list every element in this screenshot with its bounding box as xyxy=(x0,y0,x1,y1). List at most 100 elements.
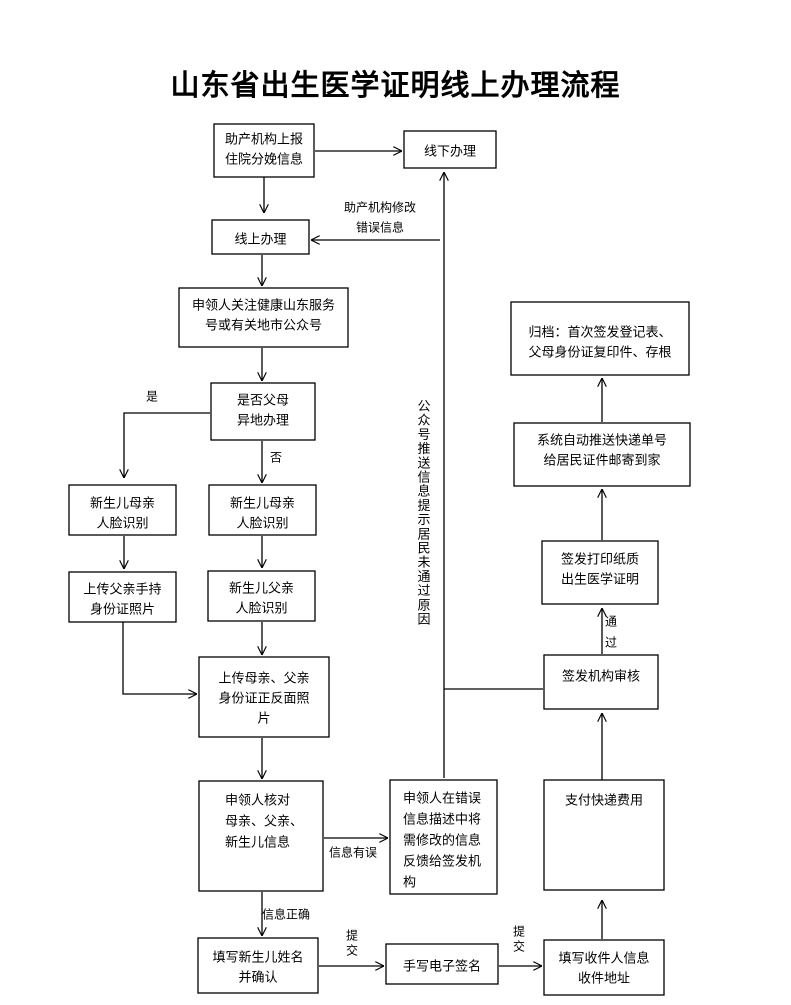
label-hospital-fix: 助产机构修改 xyxy=(344,200,416,215)
node-box xyxy=(389,779,498,895)
node-text: 需修改的信息 xyxy=(403,833,481,849)
node-box xyxy=(208,484,317,536)
node-text: 新生儿母亲 xyxy=(90,496,155,512)
page-title: 山东省出生医学证明线上办理流程 xyxy=(170,68,621,102)
node-archive: 归档：首次签发登记表、父母身份证复印件、存根 xyxy=(510,301,690,376)
label-info-error: 信息有误 xyxy=(329,845,377,860)
label-push-reason: 未 xyxy=(417,556,430,571)
node-text: 人脸识别 xyxy=(235,602,287,617)
node-text: 上传父亲手持 xyxy=(83,583,161,598)
arrow-yes-branch xyxy=(124,412,210,478)
node-box xyxy=(385,943,499,985)
node-text: 新生儿信息 xyxy=(225,835,290,851)
node-text: 人脸识别 xyxy=(96,517,148,532)
node-box xyxy=(541,540,659,605)
label-push-reason: 原 xyxy=(417,598,430,613)
label-push-reason: 推 xyxy=(417,442,430,457)
node-box xyxy=(211,219,310,255)
node-e-sign: 手写电子签名 xyxy=(385,943,499,985)
node-online: 线上办理 xyxy=(211,219,310,255)
node-text: 申领人在错误 xyxy=(403,792,481,807)
arrow-upload-father-to-upload-ids xyxy=(122,622,197,694)
label-push-reason: 公 xyxy=(417,400,430,415)
label-push-reason: 提 xyxy=(417,498,430,514)
node-box xyxy=(543,654,659,710)
node-text: 给居民证件邮寄到家 xyxy=(543,453,660,469)
node-box xyxy=(543,939,665,996)
node-text: 填写收件人信息 xyxy=(558,951,649,967)
node-box xyxy=(68,571,177,623)
node-text: 线下办理 xyxy=(424,145,476,160)
label-passed: 通 xyxy=(605,615,617,629)
node-text: 支付快递费用 xyxy=(565,794,643,809)
label-push-reason: 示 xyxy=(417,513,430,528)
node-text: 填写新生儿姓名 xyxy=(212,950,303,966)
node-text: 身份证正反面照 xyxy=(218,691,309,707)
node-text: 母亲、父亲、 xyxy=(225,815,303,830)
node-text: 签发机构审核 xyxy=(562,669,640,685)
node-box xyxy=(198,656,330,738)
node-box xyxy=(210,382,316,441)
node-text: 父母身份证复印件、存根 xyxy=(528,345,671,361)
node-text: 信息描述中将 xyxy=(403,812,481,828)
node-text: 新生儿父亲 xyxy=(229,581,294,597)
label-no: 否 xyxy=(270,451,282,465)
label-push-reason: 号 xyxy=(417,428,430,443)
node-text: 助产机构上报 xyxy=(225,133,303,148)
node-box xyxy=(68,484,177,536)
label-push-reason: 因 xyxy=(417,613,430,628)
node-issuer-review: 签发机构审核 xyxy=(543,654,659,710)
node-text: 系统自动推送快递单号 xyxy=(537,434,667,449)
node-box xyxy=(510,301,690,376)
label-push-reason: 民 xyxy=(417,542,430,557)
node-text: 身份证照片 xyxy=(90,602,155,618)
label-yes: 是 xyxy=(146,390,158,404)
node-text: 新生儿母亲 xyxy=(230,496,295,512)
node-text: 号或有关地市公众号 xyxy=(205,318,322,334)
node-box xyxy=(197,937,319,994)
node-box xyxy=(198,780,324,892)
label-push-reason: 息 xyxy=(417,484,430,500)
label-push-reason: 送 xyxy=(417,456,430,471)
node-pay-fee: 支付快递费用 xyxy=(543,779,665,891)
node-text: 收件地址 xyxy=(578,972,630,987)
node-text: 线上办理 xyxy=(234,233,286,248)
node-text: 上传母亲、父亲 xyxy=(218,672,309,687)
node-text: 异地办理 xyxy=(237,414,289,429)
node-offline: 线下办理 xyxy=(403,130,497,169)
label-push-reason: 众 xyxy=(417,414,430,429)
node-text: 出生医学证明 xyxy=(561,572,639,588)
label-passed: 过 xyxy=(605,636,617,650)
node-text: 构 xyxy=(403,876,416,891)
node-text: 签发打印纸质 xyxy=(561,552,639,568)
label-submit-2: 交 xyxy=(513,939,525,954)
node-box xyxy=(207,570,316,622)
label-push-reason: 过 xyxy=(417,584,430,599)
label-submit-2: 提 xyxy=(513,924,525,939)
node-text: 申领人关注健康山东服务 xyxy=(192,298,335,314)
label-push-reason: 居 xyxy=(417,527,430,542)
node-box xyxy=(543,779,665,891)
node-text: 片 xyxy=(257,712,270,727)
node-text: 住院分娩信息 xyxy=(225,152,303,168)
node-text: 是否父母 xyxy=(237,394,289,409)
node-box xyxy=(178,287,349,348)
label-hospital-fix: 错误信息 xyxy=(356,220,404,235)
label-push-reason: 通 xyxy=(417,570,430,585)
label-info-correct: 信息正确 xyxy=(262,907,310,922)
node-text: 并确认 xyxy=(238,971,277,986)
node-text: 人脸识别 xyxy=(236,517,288,532)
label-submit-1: 交 xyxy=(346,943,358,958)
